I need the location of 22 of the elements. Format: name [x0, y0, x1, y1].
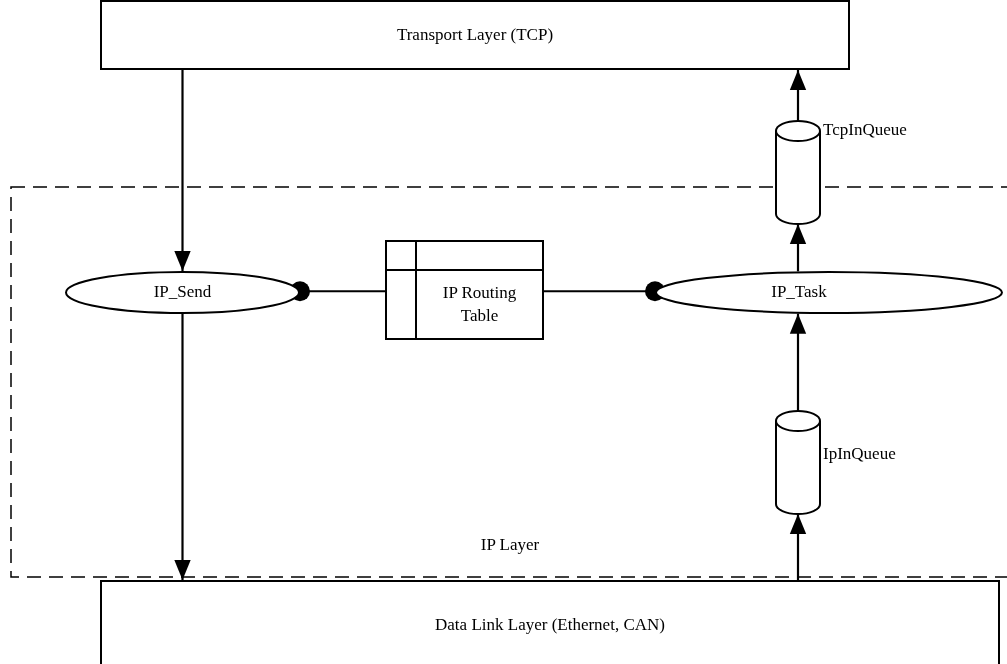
- routing-table: [385, 240, 544, 340]
- process-ellipse: [65, 271, 300, 314]
- arrow: [789, 313, 807, 410]
- arrow: [789, 70, 807, 120]
- layer-box: [100, 0, 850, 70]
- layer-box: [100, 580, 1000, 664]
- node-label: IP_Send: [153, 281, 212, 304]
- layer-region: [10, 186, 1007, 578]
- arrow: [174, 314, 191, 580]
- arrow: [174, 70, 191, 271]
- process-ellipse: [655, 271, 1003, 314]
- region-label: IP Layer: [480, 533, 540, 556]
- connector: [290, 281, 385, 302]
- node-label: IP_Task: [771, 281, 827, 304]
- connector: [544, 281, 665, 302]
- arrow: [789, 514, 807, 580]
- node-label: Data Link Layer (Ethernet, CAN): [435, 613, 665, 636]
- arrow: [789, 224, 807, 272]
- queue-label: IpInQueue: [823, 444, 896, 464]
- node-label: Transport Layer (TCP): [396, 23, 554, 46]
- node-label: IP Routing Table: [441, 282, 518, 327]
- queue-label: TcpInQueue: [823, 120, 907, 140]
